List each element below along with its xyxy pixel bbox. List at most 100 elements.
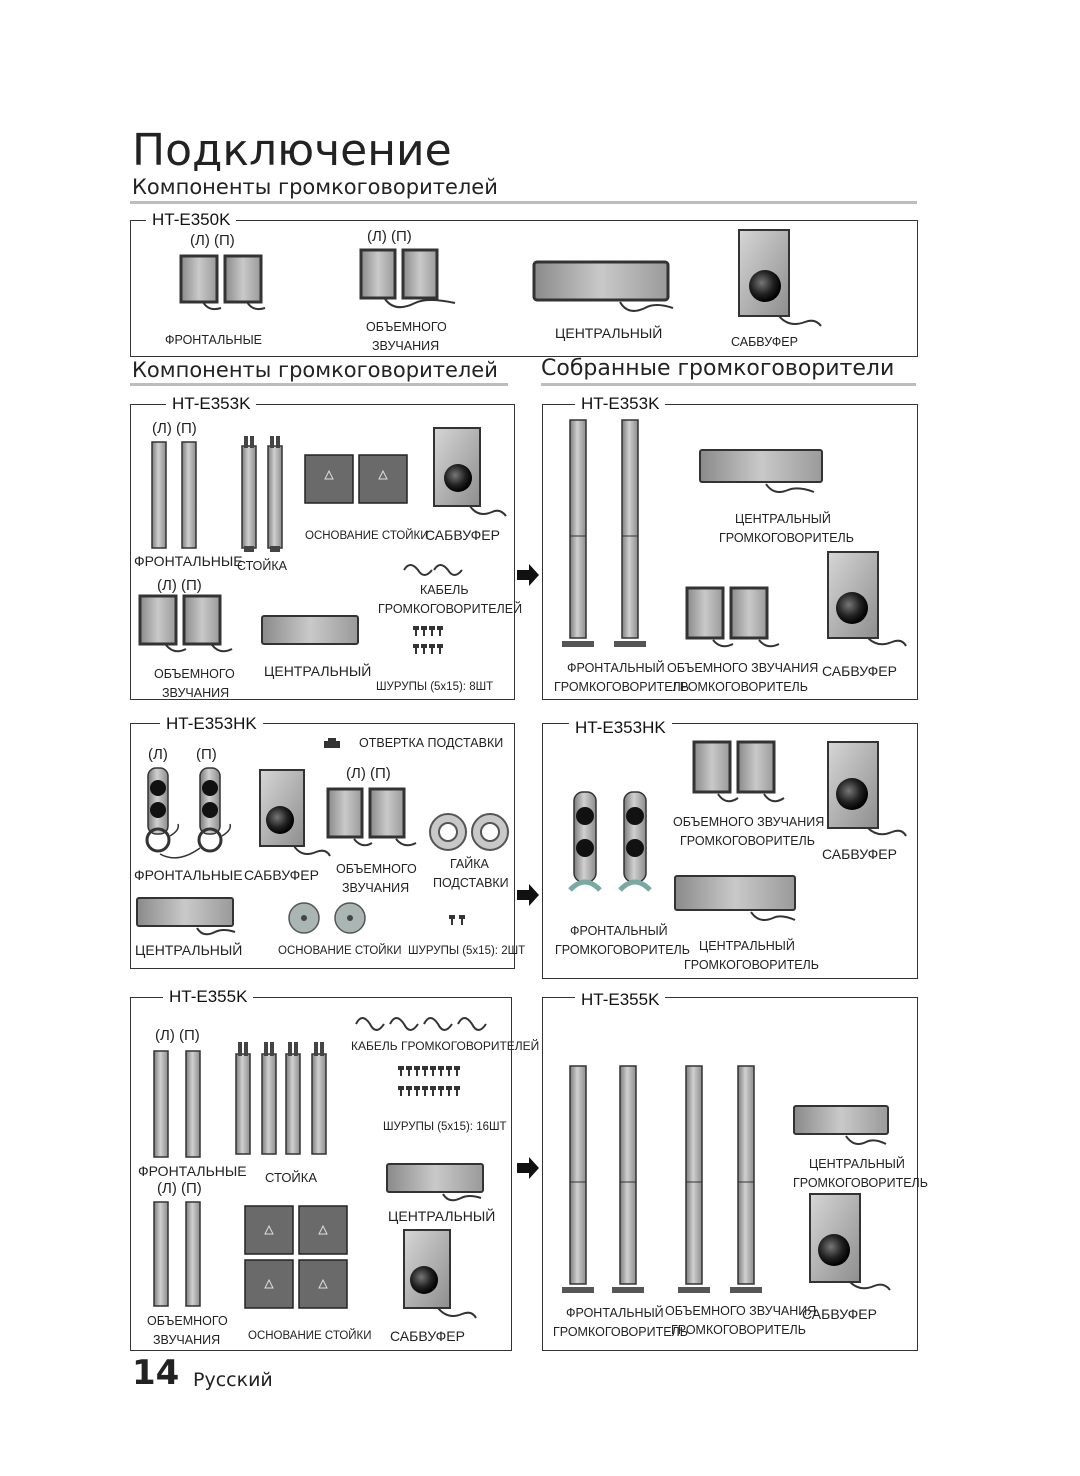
- e353hk-assembled-front-label-1: ФРОНТАЛЬНЫЙ: [570, 924, 668, 938]
- e353k-assembled-subwoofer: [827, 551, 907, 647]
- e353k-assembled-center-label-2: ГРОМКОГОВОРИТЕЛЬ: [719, 531, 854, 545]
- e353k-front-label: ФРОНТАЛЬНЫЕ: [134, 553, 243, 569]
- e355k-surround-lr: (Л) (П): [157, 1180, 202, 1197]
- e353hk-assembled-center-label-2: ГРОМКОГОВОРИТЕЛЬ: [684, 958, 819, 972]
- e350k-surround-lr: (Л) (П): [367, 228, 412, 245]
- e350k-center-label: ЦЕНТРАЛЬНЫЙ: [555, 325, 663, 341]
- e355k-assembled-box: [542, 997, 918, 1351]
- e350k-front-label: ФРОНТАЛЬНЫЕ: [165, 333, 262, 347]
- e350k-surround-label-2: ЗВУЧАНИЯ: [372, 339, 440, 353]
- e355k-stand-bases: [244, 1205, 348, 1309]
- e353k-stands: [241, 436, 283, 552]
- e353k-assembled-center-label-1: ЦЕНТРАЛЬНЫЙ: [735, 512, 831, 526]
- assembled-rule: [541, 383, 916, 386]
- e353k-subwoofer: [433, 427, 507, 517]
- e355k-stand-base-label: ОСНОВАНИЕ СТОЙКИ: [248, 1330, 372, 1342]
- e353k-center-speaker: [261, 615, 359, 645]
- e355k-front-lr: (Л) (П): [155, 1027, 200, 1044]
- e355k-surround-label-2: ЗВУЧАНИЯ: [153, 1333, 221, 1347]
- e353hk-model-label: HT-E353HK: [160, 714, 263, 734]
- e353k-sub-label: САБВУФЕР: [425, 527, 500, 543]
- e353hk-subwoofer: [259, 769, 331, 857]
- e353hk-stand-nuts: [429, 813, 509, 851]
- e355k-stands: [235, 1042, 327, 1155]
- e355k-cable-label: КАБЕЛЬ ГРОМКОГОВОРИТЕЛЕЙ: [351, 1039, 540, 1053]
- e353hk-assembled-front-label-2: ГРОМКОГОВОРИТЕЛЬ: [555, 943, 690, 957]
- e353hk-assembled-box: [542, 723, 918, 979]
- page-language: Русский: [193, 1369, 273, 1391]
- section-rule: [130, 201, 917, 204]
- e355k-components-box: [130, 997, 512, 1351]
- e355k-assembled-model-label: HT-E355K: [575, 990, 666, 1010]
- e353k-assembled-surround: [685, 586, 780, 648]
- e353k-center-label: ЦЕНТРАЛЬНЫЙ: [264, 663, 372, 679]
- e353k-assembled-box: [542, 404, 918, 700]
- e355k-cables: [355, 1017, 487, 1031]
- e353k-assembled-surround-label-2: ГРОМКОГОВОРИТЕЛЬ: [673, 680, 808, 694]
- screwdriver-icon: [324, 738, 340, 748]
- e353hk-center-label: ЦЕНТРАЛЬНЫЙ: [135, 942, 243, 958]
- e353k-cables: [403, 564, 463, 576]
- e355k-assembled-surround-label-1: ОБЪЕМНОГО ЗВУЧАНИЯ: [665, 1304, 817, 1318]
- e353hk-stand-bases: [288, 902, 366, 934]
- e355k-stand-label: СТОЙКА: [265, 1170, 318, 1185]
- assembled-heading: Собранные громкоговорители: [541, 356, 895, 381]
- e355k-center-speaker: [386, 1163, 484, 1202]
- e353k-assembled-sub-label: САБВУФЕР: [822, 663, 897, 679]
- e353hk-driver-label: ОТВЕРТКА ПОДСТАВКИ: [359, 736, 504, 750]
- e355k-center-label: ЦЕНТРАЛЬНЫЙ: [388, 1208, 496, 1224]
- e350k-surround-label-1: ОБЪЕМНОГО: [366, 320, 447, 334]
- e353hk-assembled-surround: [692, 740, 785, 803]
- e353k-model-label: HT-E353K: [166, 394, 257, 414]
- e353hk-sub-label: САБВУФЕР: [244, 867, 319, 883]
- arrow-right-icon: [517, 1157, 539, 1179]
- page-title: Подключение: [132, 125, 452, 176]
- e353k-surround-speakers: [138, 594, 233, 653]
- e353hk-front-r: (П): [196, 746, 217, 763]
- e350k-box: [130, 220, 918, 357]
- e355k-assembled-front-label-1: ФРОНТАЛЬНЫЙ: [566, 1306, 664, 1320]
- e355k-assembled-subwoofer: [809, 1193, 891, 1291]
- e353hk-surround-label-1: ОБЪЕМНОГО: [336, 862, 417, 876]
- e353k-surround-label-2: ЗВУЧАНИЯ: [162, 686, 230, 700]
- components-heading: Компоненты громкоговорителей: [132, 358, 498, 382]
- e353k-assembled-front-label-1: ФРОНТАЛЬНЫЙ: [567, 661, 665, 675]
- e353hk-assembled-sub-label: САБВУФЕР: [822, 846, 897, 862]
- e353hk-assembled-model-label: HT-E353HK: [569, 718, 672, 738]
- e353hk-surround-speakers: [326, 787, 417, 847]
- e353hk-stand-base-label: ОСНОВАНИЕ СТОЙКИ: [278, 945, 402, 957]
- e353k-cable-label-2: ГРОМКОГОВОРИТЕЛЕЙ: [378, 602, 523, 616]
- e353k-stand-base-label: ОСНОВАНИЕ СТОЙКИ: [305, 530, 429, 542]
- e355k-sub-label: САБВУФЕР: [390, 1328, 465, 1344]
- section-title: Компоненты громкоговорителей: [132, 175, 498, 199]
- e353hk-front-speakers: [145, 767, 232, 859]
- e355k-screws: [398, 1066, 460, 1096]
- e353k-assembled-center: [699, 449, 823, 493]
- e355k-front-label: ФРОНТАЛЬНЫЕ: [138, 1163, 247, 1179]
- e353k-screws: [413, 626, 443, 654]
- e350k-sub-label: САБВУФЕР: [731, 335, 798, 349]
- e353k-screws-label: ШУРУПЫ (5x15): 8ШТ: [376, 681, 494, 693]
- e350k-front-speakers: [179, 254, 266, 311]
- page-number: 14: [132, 1353, 180, 1393]
- e355k-assembled-center: [793, 1105, 889, 1145]
- e353k-surround-lr: (Л) (П): [157, 577, 202, 594]
- e355k-assembled-surround-label-2: ГРОМКОГОВОРИТЕЛЬ: [671, 1323, 806, 1337]
- arrow-right-icon: [517, 564, 539, 586]
- e353k-cable-label-1: КАБЕЛЬ: [420, 583, 469, 597]
- e353hk-surround-lr: (Л) (П): [346, 765, 391, 782]
- e353k-assembled-front-towers: [562, 419, 646, 647]
- e353k-assembled-front-label-2: ГРОМКОГОВОРИТЕЛЬ: [554, 680, 689, 694]
- e353k-front-lr: (Л) (П): [152, 420, 197, 437]
- e355k-assembled-front-label-2: ГРОМКОГОВОРИТЕЛЬ: [553, 1325, 688, 1339]
- e353hk-front-l: (Л): [148, 746, 168, 763]
- arrow-right-icon: [517, 884, 539, 906]
- e355k-model-label: HT-E355K: [163, 987, 254, 1007]
- e350k-center-speaker: [532, 260, 674, 312]
- e350k-front-lr: (Л) (П): [190, 232, 235, 249]
- e353hk-nut-label-1: ГАЙКА: [450, 857, 489, 871]
- e353hk-nut-label-2: ПОДСТАВКИ: [433, 876, 509, 890]
- e353hk-components-box: [130, 723, 515, 969]
- e353hk-assembled-center: [674, 875, 796, 921]
- e355k-surround-columns: [153, 1201, 201, 1307]
